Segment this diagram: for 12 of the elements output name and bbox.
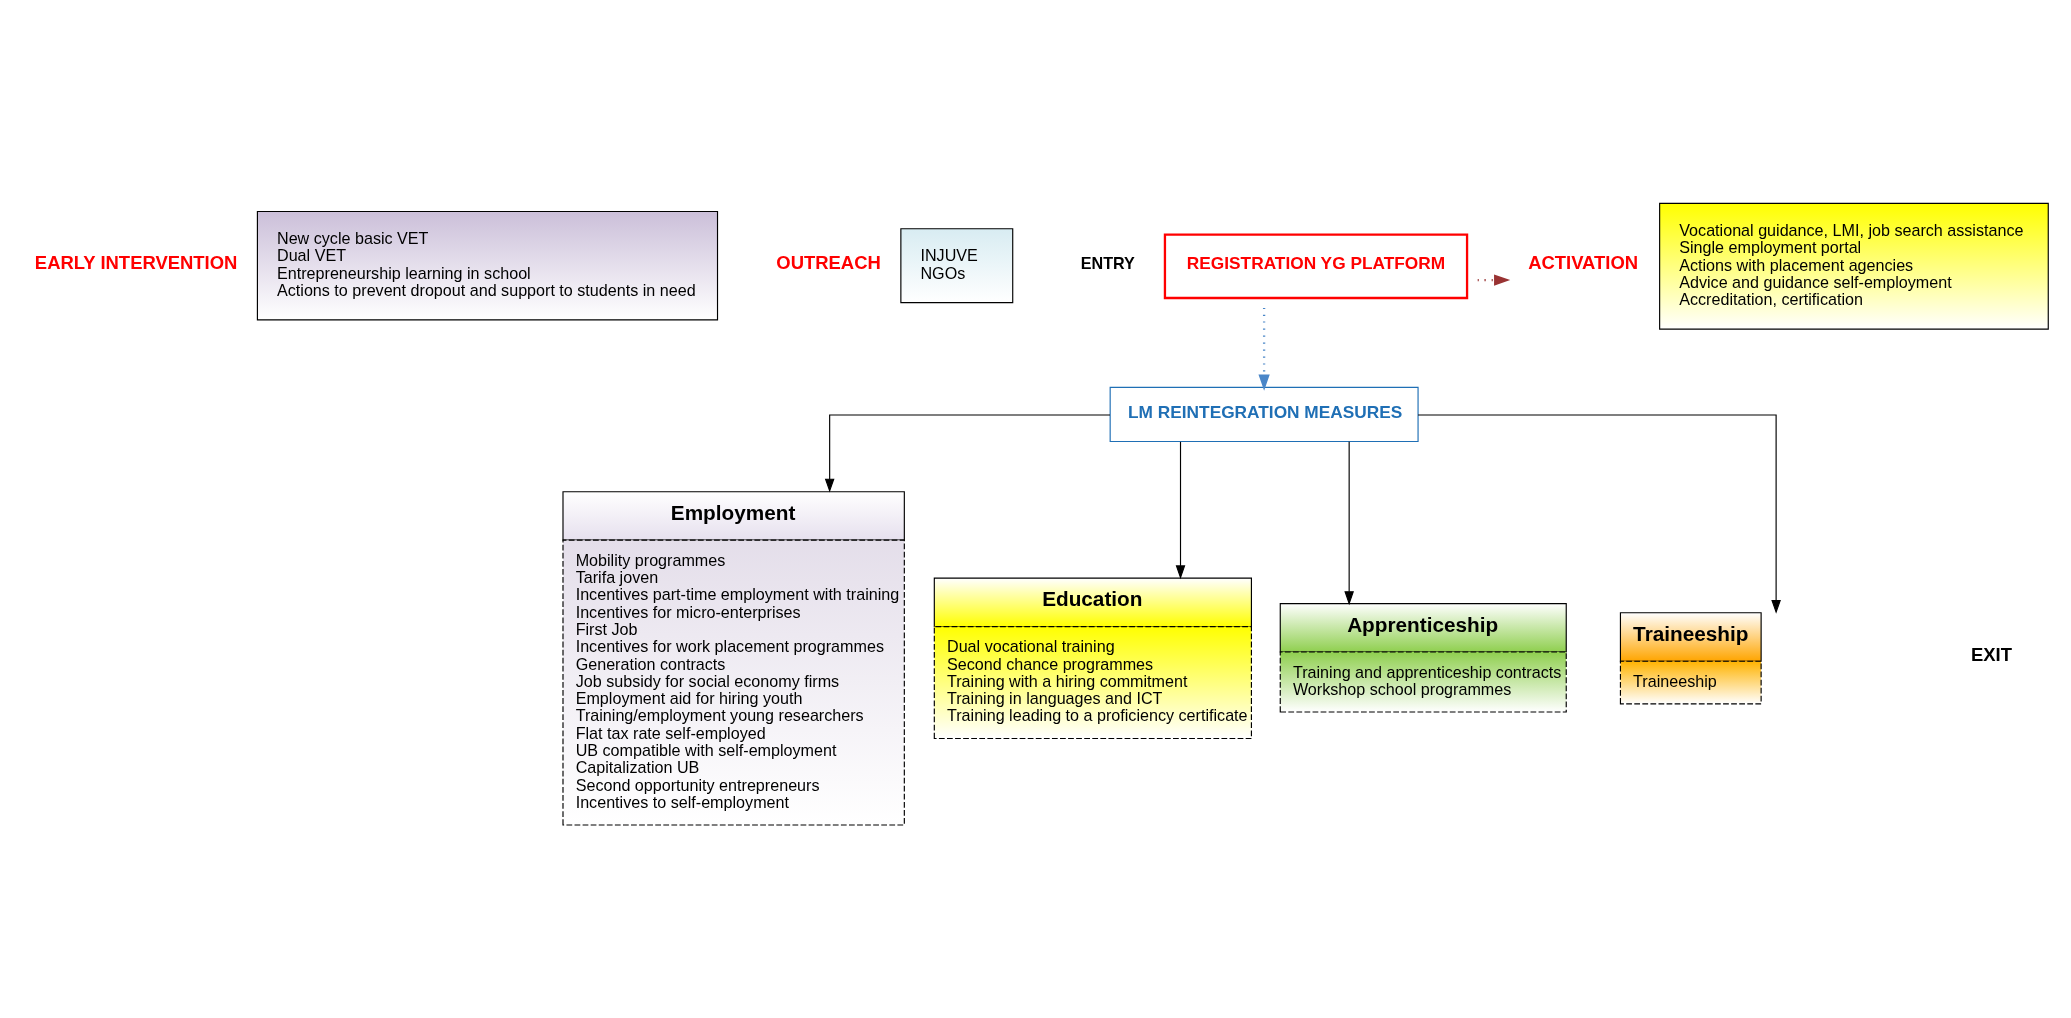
node-label: ACTIVATION (1528, 252, 1639, 274)
arrow (1175, 441, 1186, 580)
node-box: LM REINTEGRATION MEASURES (1109, 386, 1419, 443)
arrow (1258, 307, 1270, 391)
node-label: EARLY INTERVENTION (34, 251, 238, 273)
node-box: REGISTRATION YG PLATFORM (1163, 233, 1469, 300)
arrow (1417, 414, 1781, 614)
node-label: OUTREACH (776, 251, 881, 273)
arrow (1344, 441, 1354, 606)
arrow (824, 414, 1111, 493)
node-label: ENTRY (1080, 254, 1135, 273)
label: EXIT (1971, 643, 2012, 665)
